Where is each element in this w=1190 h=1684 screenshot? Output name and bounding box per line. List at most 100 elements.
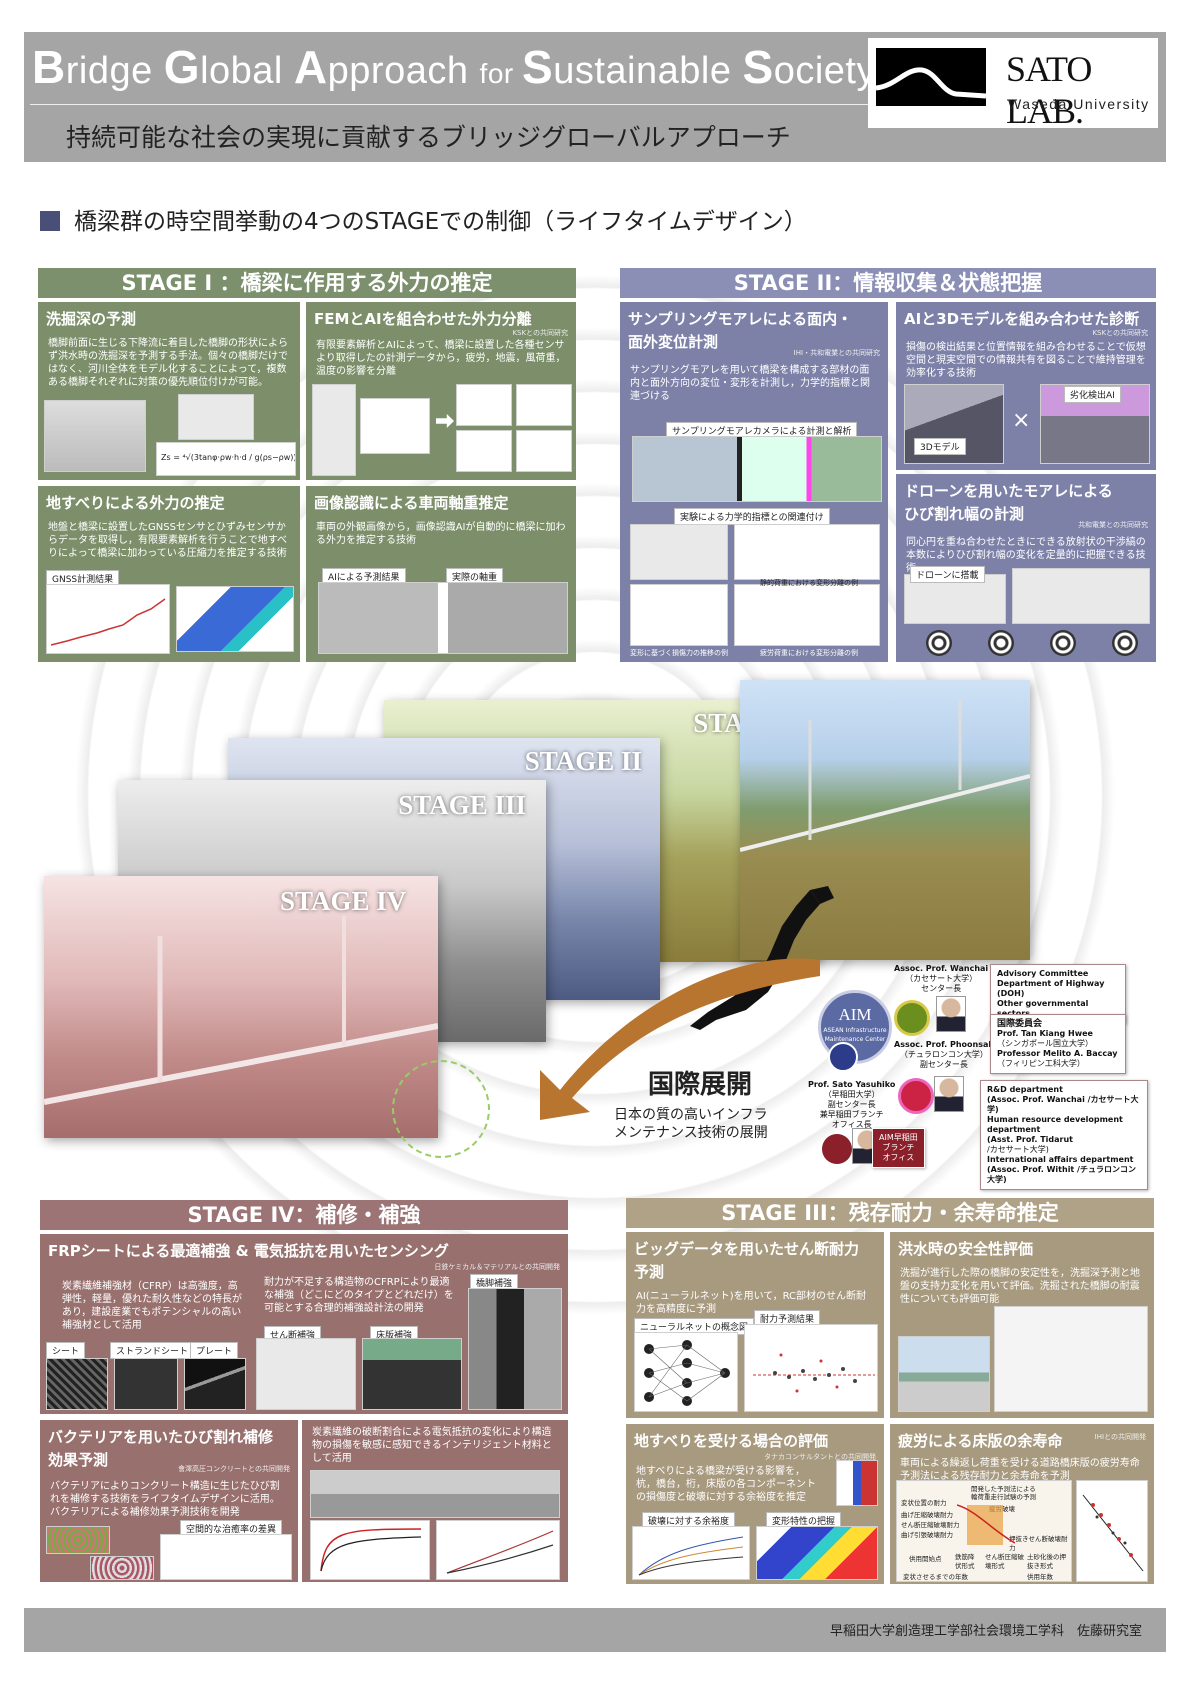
card-desc: 損傷の検出結果と位置情報を組み合わせることで仮想空間と現実空間での情報共有を図る… [906,342,1146,379]
footer-lab-name: 早稲田大学創造理工学部社会環境工学科 佐藤研究室 [829,1624,1142,1639]
stage4-photo-label: STAGE IV [280,886,407,916]
stage4-panel: STAGE IV：補修・補強 FRPシートによる最適補強 & 電気抵抗を用いたセ… [40,1200,568,1582]
sheet-tag: シート [46,1342,86,1359]
margin-plot [632,1526,750,1580]
resistance-plot-1 [310,1520,430,1580]
card-collab: KSKとの共同研究 [1092,329,1148,337]
bacteria-image [46,1526,110,1554]
3d-model-tag: 3Dモデル [914,438,966,455]
fatigue-sn-plot [1076,1480,1148,1582]
card-desc: 橋脚前面に生じる下降流に着目した橋脚の形状によらず洪水時の洗掘深を予測する手法。… [48,338,288,388]
caption-damage: 変形に基づく損傷力の推移の例 [630,649,728,657]
logo-university: Waseda University [1008,96,1150,112]
card-title-2: 予測 [634,1263,665,1281]
plate-tag: プレート [190,1342,239,1359]
separated-plot-4 [516,430,572,472]
deterioration-ai-tag: 劣化検出AI [1064,386,1121,403]
card-desc: サンプリングモアレを用いて橋梁を構成する部材の面内と面外方向の変位・変形を計測し… [630,365,870,402]
card-title: AIと3Dモデルを組み合わせた診断 [904,310,1140,328]
card-desc: 炭素繊維の破断割合による電気抵抗の変化により構造物の損傷を敏感に感知できるインテ… [312,1427,552,1464]
moire-target-images [1012,568,1150,624]
header-divider [30,104,888,105]
stage3-panel: STAGE III：残存耐力・余寿命推定 ビッグデータを用いたせん断耐力 予測 … [626,1198,1154,1584]
stage3-flood-card: 洪水時の安全性評価 洗掘が進行した際の橋脚の安定性を，洗掘深予測と地盤の支持力変… [890,1232,1154,1418]
gnss-plot [46,584,170,654]
asean-emblem-icon [828,1042,858,1072]
wanchai-label: Assoc. Prof. Wanchai（カセサート大学）センター長 [894,964,989,993]
stage3-title: STAGE III：残存耐力・余寿命推定 [626,1198,1154,1228]
card-title-1: バクテリアを用いたひび割れ補修 [48,1428,274,1446]
intl-title: 国際展開 [648,1070,753,1100]
shear-reinforce-image [256,1338,356,1410]
times-icon: × [1012,408,1031,433]
fatigue-load-plot [734,584,880,646]
stage3-landslide-card: 地すべりを受ける場合の評価 タナカコンサルタントとの共同開発 地すべりによる橋梁… [626,1424,884,1584]
stage3-shear-card: ビッグデータを用いたせん断耐力 予測 AI(ニューラルネット)を用いて，RC部材… [626,1232,884,1418]
card-desc: 有限要素解析とAIによって、橋梁に設置した各種センサより取得したの計測データから… [316,340,566,377]
remaining-life-diagram: 開発した予測法による 輪荷重走行試験の予測 疲労破壊 変状位置の耐力 曲げ圧縮破… [896,1480,1072,1582]
waseda-emblem-icon [822,1134,852,1164]
card-title: FEMとAIを組合わせた外力分離 [314,310,532,328]
strength-prediction-plot [744,1324,878,1412]
card-title-2: ひび割れ幅の計測 [904,505,1025,523]
card-title: 地すべりによる外力の推定 [46,494,225,512]
card-desc-right: 耐力が不足する構造物のCFRPにより最適な補強（どこにどのタイプとどれだけ）を可… [264,1277,454,1314]
healing-3d-plot [160,1534,292,1580]
drone-tag: ドローンに搭載 [910,566,985,583]
stage1-axle-card: 画像認識による車両軸重推定 車両の外観画像から，画像認識AIが自動的に橋梁に加わ… [306,486,576,662]
card-collab: 會澤高圧コンクリートとの共同開発 [178,1465,290,1473]
arrow-right-icon [436,414,454,428]
stage2-photo-label: STAGE II [524,746,642,776]
departments-box: R&D department(Assoc. Prof. Wanchai /カセサ… [980,1080,1148,1190]
strand-sheet-image [114,1358,178,1410]
card-collab: 共和電業との共同研究 [1078,521,1148,529]
neural-net-diagram [634,1332,738,1412]
fem-bridge-model-image [176,586,294,652]
sensor-photos [312,384,356,476]
kasetsart-emblem-icon [894,1000,930,1036]
stage2-moire-card: サンプリングモアレによる面内・ 面外変位計測 IHI・共和電業との共同研究 サン… [620,302,888,662]
moire-circle-sequence [904,630,1150,658]
separated-plot-3 [456,430,512,472]
stage4-frp-card: FRPシートによる最適補強 & 電気抵抗を用いたセンシング 日鉄ケミカル＆マテリ… [40,1234,568,1414]
scour-formula: Zs = ⁴√(3tanφ·ρw·h·d / g(ρs−ρw)) · Ur² ·… [156,442,296,476]
card-collab: IHIとの共同開発 [1094,1433,1146,1441]
card-desc: AI(ニューラルネット)を用いて，RC部材のせん断耐力を高精度に予測 [636,1291,867,1315]
stage1-fem-ai-card: FEMとAIを組合わせた外力分離 KSKとの共同研究 有限要素解析とAIによって… [306,302,576,480]
card-desc: 洗掘が進行した際の橋脚の安定性を，洗掘深予測と地盤の支持力変化を用いて評価。洗掘… [900,1268,1140,1305]
aim-waseda-branch-box: AIM早稲田ブランチオフィス [872,1128,925,1168]
card-collab: 日鉄ケミカル＆マテリアルとの共同開発 [434,1263,560,1271]
separated-plot-1 [456,384,512,426]
stage3-fatigue-card: 疲労による床版の余寿命 IHIとの共同開発 車両による繰返し荷重を受ける道路橋床… [890,1424,1154,1584]
flood-bridge-photo [898,1336,990,1412]
bridge-aerial-photo [740,680,1030,960]
phoonsak-photo [934,1076,964,1112]
card-title: 疲労による床版の余寿命 [898,1432,1063,1450]
card-collab: IHI・共和電業との共同研究 [793,349,880,357]
stage1-panel: STAGE I ：橋梁に作用する外力の推定 洗掘深の予測 橋脚前面に生じる下降流… [38,268,576,662]
caption-fatigue: 疲労荷重における変形分離の例 [760,649,858,657]
stage1-scour-card: 洗掘深の予測 橋脚前面に生じる下降流に着目した橋脚の形状によらず洪水時の洗掘深を… [38,302,300,480]
wanchai-photo [936,996,966,1032]
poster-subtitle: 持続可能な社会の実現に貢献するブリッジグローバルアプローチ [66,123,791,152]
card-title-2: 効果予測 [48,1451,109,1469]
logo-mark-icon [876,48,986,106]
card-desc-left: 炭素繊維補強材（CFRP）は高強度，高弾性，軽量，優れた耐久性などの特長があり，… [62,1281,242,1331]
japan-map-arrow [540,886,834,1120]
scour-stability-diagram [994,1306,1148,1412]
moire-circle-icon [1050,630,1076,656]
pile-fem-image [836,1460,878,1506]
footer-banner: 早稲田大学創造理工学部社会環境工学科 佐藤研究室 [24,1608,1166,1652]
bullet-square-icon [40,211,60,231]
pier-model-image [44,400,146,472]
stage3-photo-label: STAGE III [398,790,526,820]
scour-diagram-image [178,394,254,440]
stage1-landslide-card: 地すべりによる外力の推定 地盤と橋梁に設置したGNSSセンサとひずみセンサからデ… [38,486,300,662]
plate-image [184,1358,246,1410]
card-title: 画像認識による車両軸重推定 [314,494,509,512]
card-title: 洪水時の安全性評価 [898,1240,1034,1258]
cfrp-sheet-image [46,1358,108,1410]
caption-static: 静的荷重における変形分離の例 [760,579,858,587]
stage4-title: STAGE IV：補修・補強 [40,1200,568,1230]
